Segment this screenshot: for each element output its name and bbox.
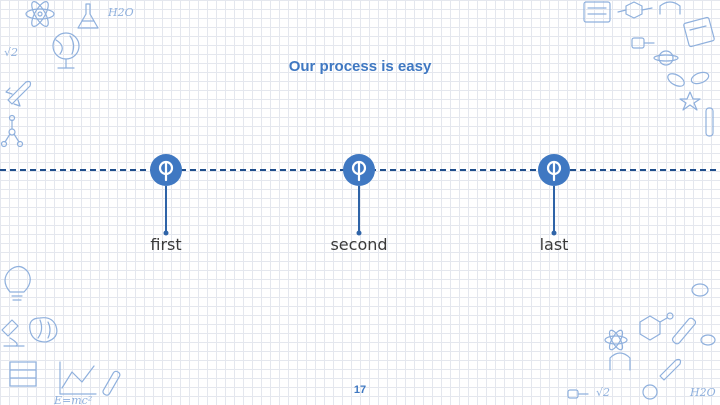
plug-icon [631, 37, 655, 49]
test-tube-icon [671, 317, 697, 345]
step-label-second: second [330, 235, 388, 254]
lightbulb-icon [4, 265, 31, 301]
calculator-icon [583, 1, 611, 23]
formula-emc2-doodle: E=mc² [53, 394, 92, 405]
brain-icon [29, 317, 58, 343]
test-tube-icon [102, 370, 121, 396]
microscope-icon [1, 319, 25, 347]
step-marker-last [538, 154, 570, 236]
magnet-icon [609, 352, 631, 371]
sqrt-doodle: √2 [596, 386, 610, 399]
graph-icon [59, 361, 97, 395]
formula-top-text: H2O [107, 6, 134, 19]
plug-icon [567, 389, 589, 399]
rocket-icon [659, 358, 682, 381]
connector-end-dot [163, 230, 169, 236]
sqrt-text: √2 [4, 46, 18, 59]
flask-icon [77, 3, 99, 29]
atom-icon [604, 329, 628, 351]
molecule-icon [617, 1, 653, 19]
test-tube-icon [705, 107, 714, 137]
step-marker-second [343, 154, 375, 236]
bulb-icon [642, 384, 658, 400]
atom-icon [25, 1, 55, 27]
molecule-icon [639, 312, 674, 341]
step-label-last: last [539, 235, 569, 254]
globe-icon [52, 32, 80, 69]
connector-end-dot [551, 230, 557, 236]
planet-icon [653, 50, 679, 66]
star-icon [679, 91, 701, 111]
notebook-icon [683, 16, 715, 48]
bacteria-icon [691, 283, 716, 346]
rocket-icon [5, 80, 32, 107]
connector-end-dot [356, 230, 362, 236]
molecule-icon [0, 114, 24, 148]
step-label-first: first [150, 235, 182, 254]
bacteria-icon [667, 71, 710, 87]
magnet-icon [659, 1, 681, 15]
page-number: 17 [353, 384, 367, 396]
formula-bottom-text: H2O [689, 386, 716, 399]
step-marker-first [150, 154, 182, 236]
abacus-icon [9, 361, 37, 387]
slide-title: Our process is easy [288, 58, 432, 75]
